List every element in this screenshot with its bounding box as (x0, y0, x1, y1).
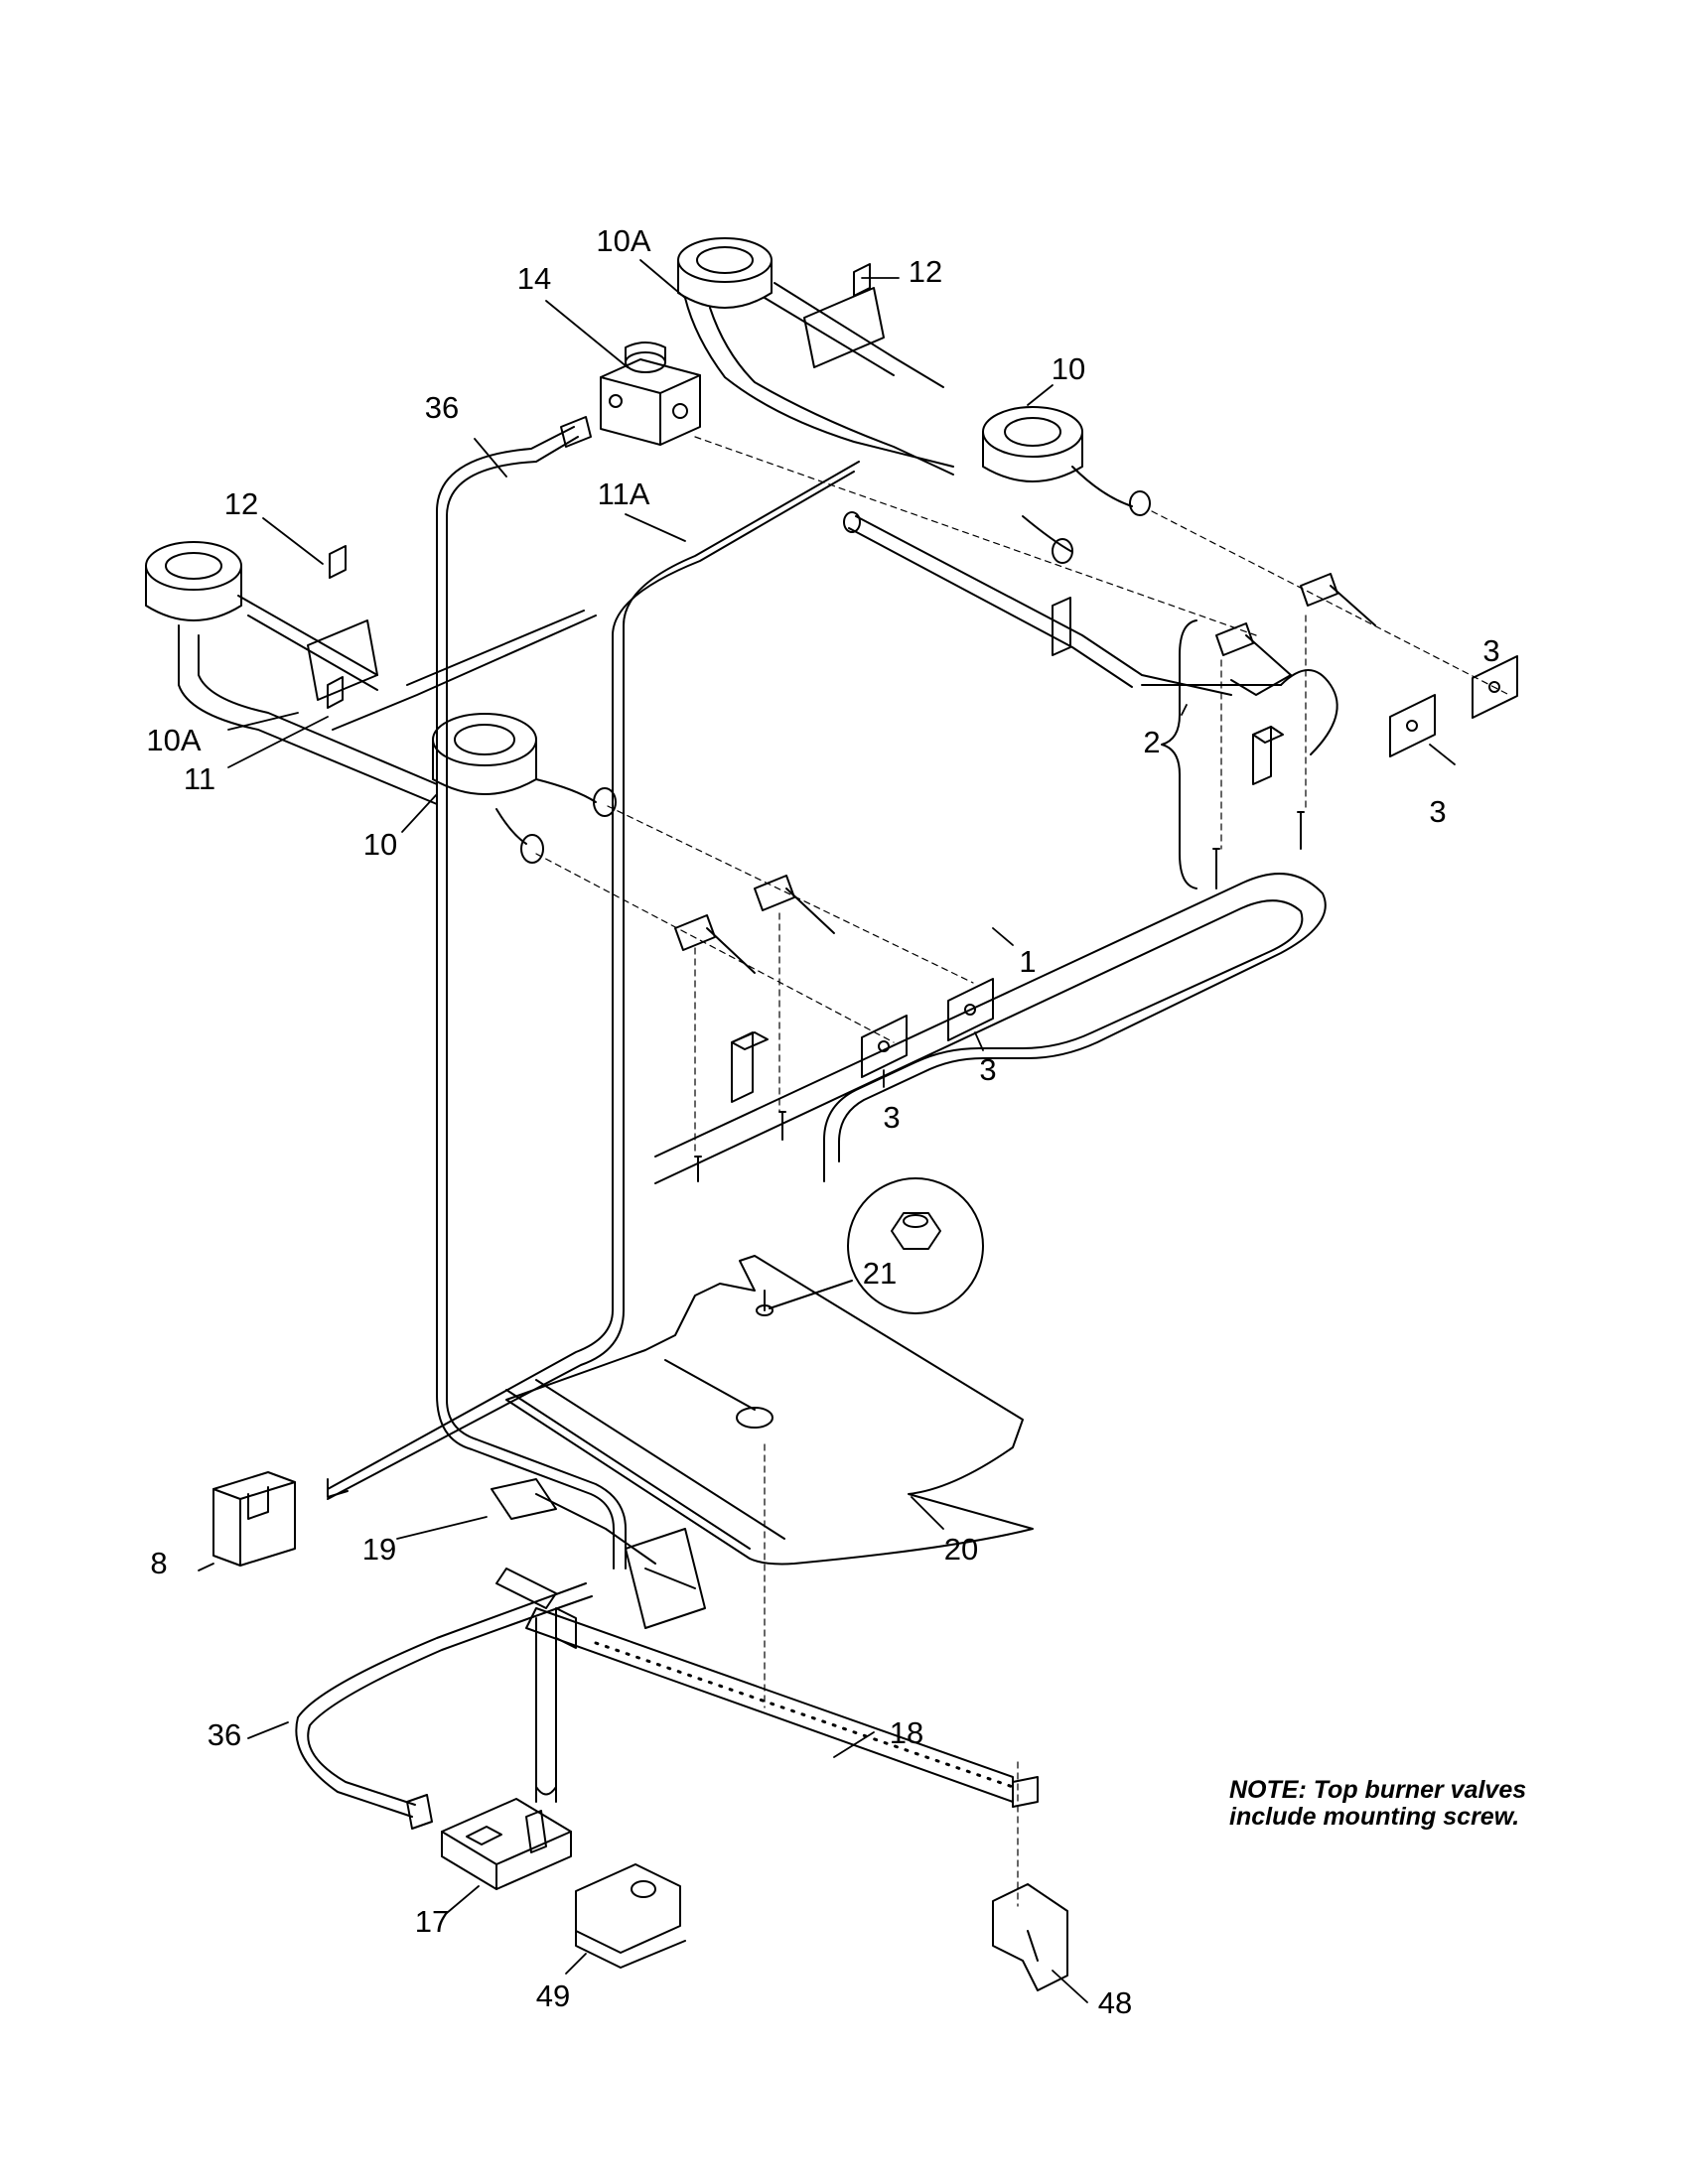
rear-burner-assembly (677, 237, 1151, 564)
callout-labels: 10A 12 14 10 36 11A 12 3 2 10A 3 11 10 1… (146, 223, 1499, 2020)
mounting-note: NOTE: Top burner valves include mounting… (1229, 1777, 1626, 1831)
manifold-pipe (654, 597, 1338, 1184)
callout-11A: 11A (598, 477, 650, 511)
callout-12-top: 12 (909, 254, 942, 289)
heat-baffle (505, 1255, 1034, 1566)
callout-10A-left: 10A (146, 723, 201, 757)
callout-10-left: 10 (363, 827, 397, 862)
ignition-module (212, 1471, 296, 1567)
igniter-wire (327, 461, 860, 1500)
lower-supply-tube (295, 1582, 593, 1830)
callout-3-b: 3 (1429, 794, 1446, 829)
callout-11: 11 (184, 761, 215, 796)
callout-20: 20 (944, 1532, 978, 1567)
callout-3-d: 3 (883, 1100, 900, 1135)
callout-36-top: 36 (425, 390, 459, 425)
callout-49: 49 (536, 1979, 570, 2013)
front-valves (674, 875, 835, 974)
left-burner-assembly (145, 541, 617, 864)
callout-17: 17 (415, 1904, 449, 1939)
oven-burner (491, 1478, 1039, 1808)
callout-18: 18 (890, 1715, 923, 1750)
pressure-regulator (600, 341, 701, 446)
nut-detail (769, 1177, 984, 1314)
callout-8: 8 (150, 1546, 167, 1580)
alignment-lines (535, 436, 1510, 1907)
callout-3-c: 3 (979, 1052, 996, 1087)
callout-10A-top: 10A (596, 223, 650, 258)
callout-48: 48 (1098, 1985, 1132, 2020)
callout-21: 21 (863, 1256, 897, 1291)
note-line-2: include mounting screw. (1229, 1803, 1520, 1831)
callout-1: 1 (1019, 944, 1036, 979)
right-valves (1215, 573, 1376, 676)
callout-36-bottom: 36 (208, 1717, 241, 1752)
safety-valve (441, 1798, 572, 1890)
burner-bracket (992, 1883, 1068, 1991)
brace-2 (1161, 619, 1197, 889)
rear-manifold-rod (843, 511, 1232, 696)
mounting-screws (694, 811, 1305, 1182)
callout-19: 19 (362, 1532, 396, 1567)
callout-2: 2 (1143, 725, 1160, 759)
valve-bracket (575, 1863, 686, 1969)
callout-12-left: 12 (224, 486, 258, 521)
callout-10-top: 10 (1052, 351, 1085, 386)
supply-tube (436, 416, 627, 1570)
valve-plates (861, 655, 1518, 1078)
callout-14: 14 (517, 261, 551, 296)
callout-3-a: 3 (1482, 633, 1499, 668)
note-line-1: NOTE: Top burner valves (1229, 1776, 1527, 1804)
leader-lines (198, 259, 1456, 2003)
